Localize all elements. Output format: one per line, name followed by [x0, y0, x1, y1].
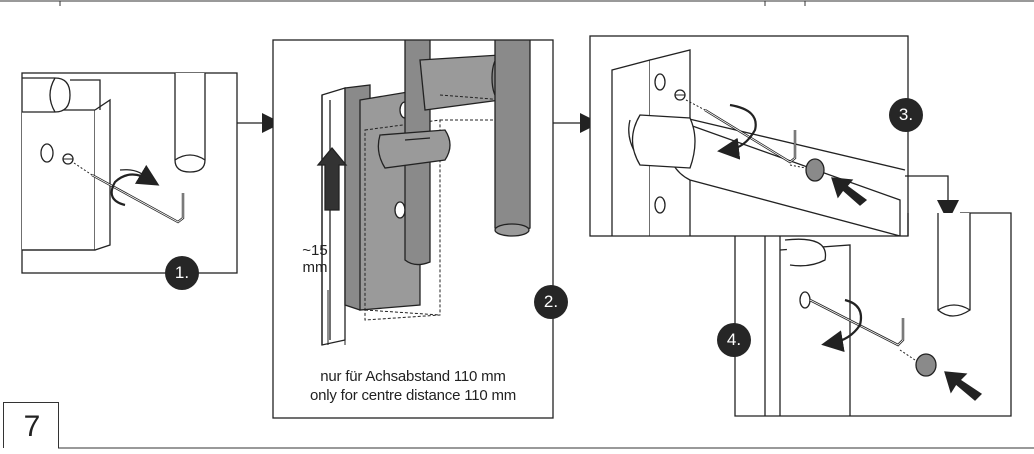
dimension-value: ~15: [302, 242, 328, 259]
flow-arrow-1-2: [237, 113, 282, 133]
page-number-box: 7: [3, 402, 59, 448]
step-badge-3: 3.: [889, 98, 923, 132]
step-badge-4: 4.: [717, 323, 751, 357]
panel-step-4: [734, 212, 1012, 417]
panel-step-3: [589, 35, 909, 237]
dimension-unit: mm: [302, 259, 328, 276]
panel-step-2: [272, 39, 554, 419]
note-german: nur für Achsabstand 110 mm: [320, 368, 506, 385]
step-badge-1: 1.: [165, 256, 199, 290]
note-english: only for centre distance 110 mm: [309, 387, 517, 404]
flow-arrow-3-4: [905, 175, 959, 222]
page-number: 7: [23, 410, 41, 443]
step-badge-2: 2.: [534, 285, 568, 319]
top-border: [0, 0, 1034, 6]
panel-step-1: [21, 72, 238, 274]
